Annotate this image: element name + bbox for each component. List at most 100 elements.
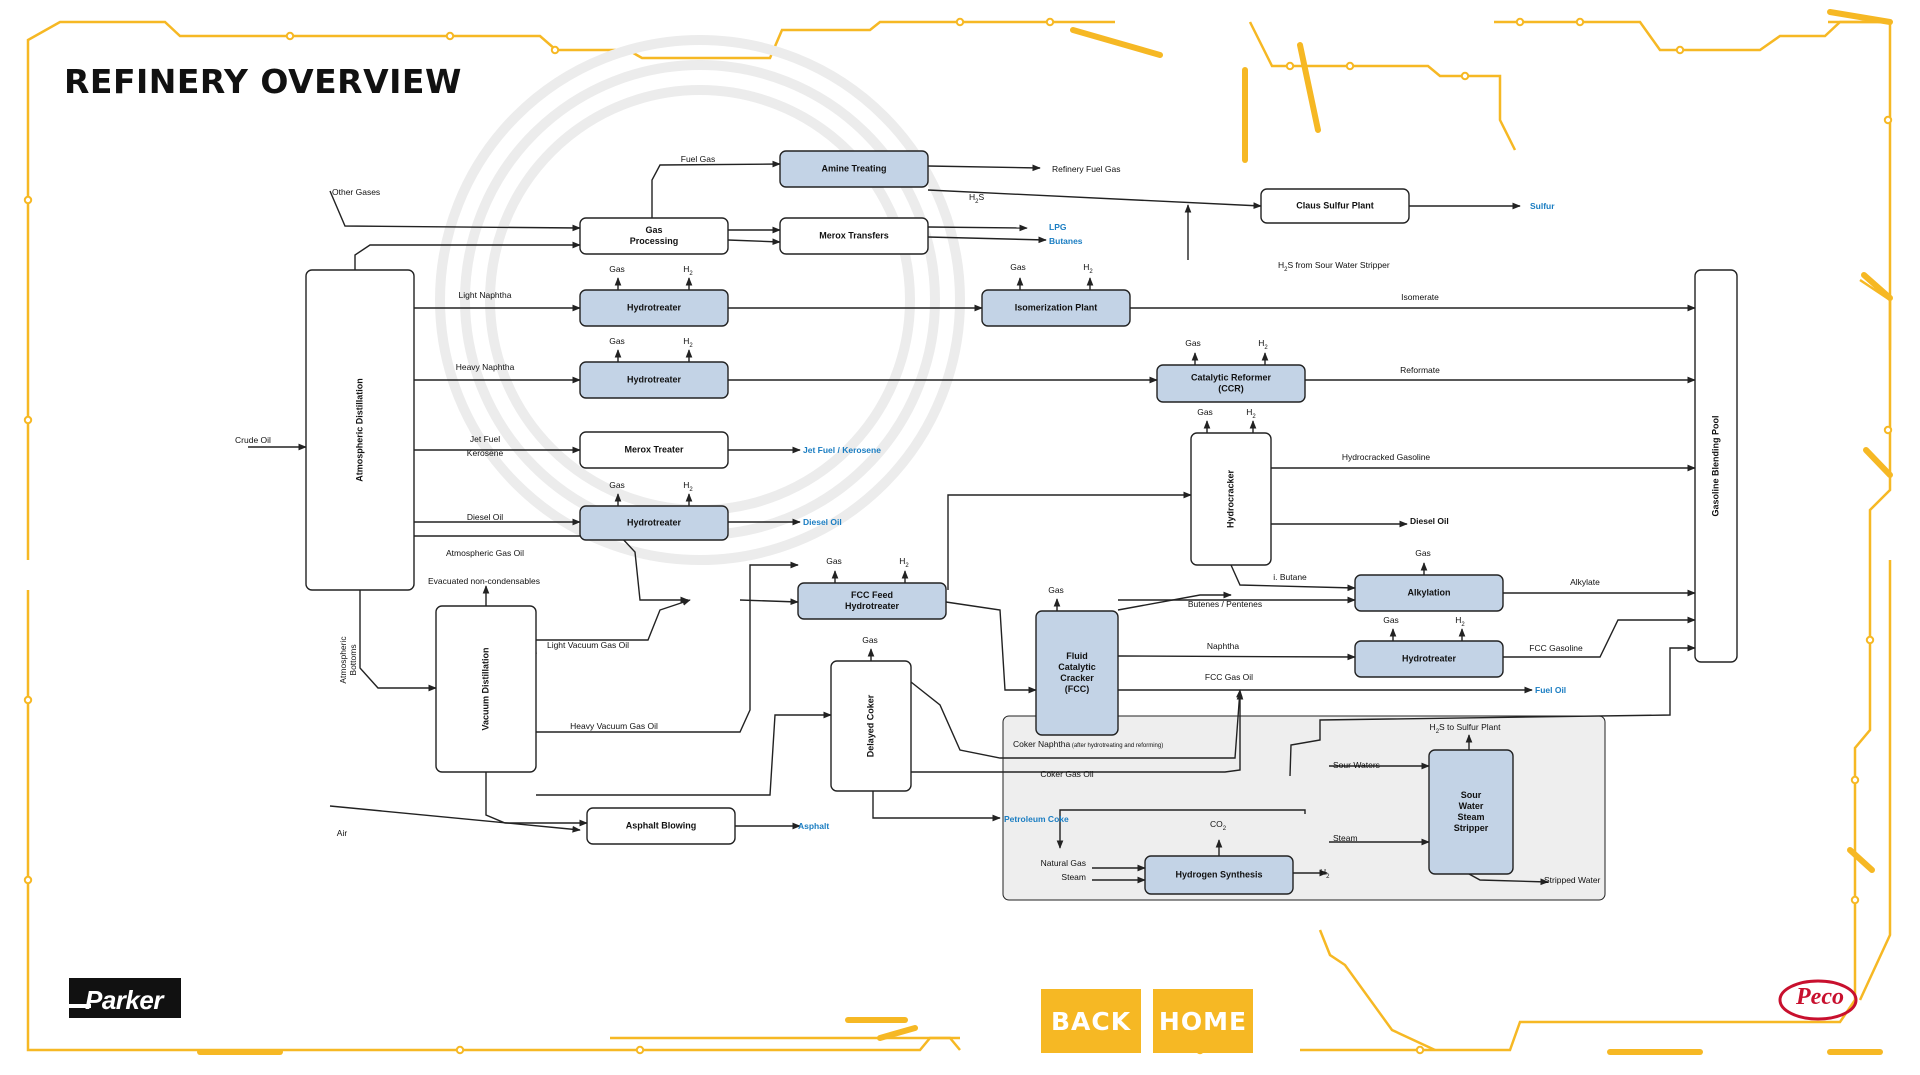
unit-claus[interactable]: Claus Sulfur Plant (1260, 188, 1410, 224)
unit-label: Hydrogen Synthesis (1175, 869, 1262, 879)
label-diesel-oil-out: Diesel Oil (1410, 516, 1449, 526)
unit-hydro-1[interactable]: Hydrotreater (579, 289, 729, 327)
frame-accent (1827, 9, 1893, 25)
frame-node (1045, 17, 1055, 27)
label-crude-oil: Crude Oil (235, 435, 271, 445)
unit-asphalt-blowing[interactable]: Asphalt Blowing (586, 807, 736, 845)
label-fcc-gasoline: FCC Gasoline (1529, 643, 1583, 653)
unit-label: Steam (1457, 812, 1484, 822)
product-lpg: LPG (1049, 222, 1067, 232)
frame-node (550, 45, 560, 55)
unit-label: Hydrocracker (1225, 469, 1235, 528)
frame-accent (877, 1025, 918, 1041)
label-h2s-1: H2S (969, 192, 984, 205)
label-natural-gas: Natural Gas (1041, 858, 1086, 868)
tag-h2: H2 (899, 556, 909, 569)
frame-node (1883, 115, 1893, 125)
unit-label: Hydrotreater (627, 302, 682, 312)
flow-line (945, 601, 1037, 694)
label-hc-gasoline: Hydrocracked Gasoline (1342, 452, 1431, 462)
flow-line (872, 791, 1001, 822)
flow-line (1468, 873, 1549, 886)
unit-merox-treater[interactable]: Merox Treater (579, 431, 729, 469)
unit-label: Sour (1461, 790, 1482, 800)
flow-line (359, 590, 437, 692)
flow-line (1230, 564, 1356, 592)
unit-hydro-2[interactable]: Hydrotreater (579, 361, 729, 399)
unit-hydro-4[interactable]: Hydrotreater (1354, 640, 1504, 678)
unit-label: Cracker (1060, 673, 1094, 683)
unit-label: Asphalt Blowing (626, 820, 697, 830)
flow-line (1056, 809, 1306, 849)
label-diesel-oil-in: Diesel Oil (467, 512, 503, 522)
unit-alkylation[interactable]: Alkylation (1354, 574, 1504, 612)
unit-merox-transfers[interactable]: Merox Transfers (779, 217, 929, 255)
label-stripped-water: Stripped Water (1544, 875, 1601, 885)
tag-h2: H2 (1258, 338, 1268, 351)
frame-node (1883, 425, 1893, 435)
frame-node (1415, 1045, 1425, 1055)
unit-label: Processing (630, 236, 679, 246)
flow-line (727, 238, 781, 246)
frame-node (445, 31, 455, 41)
unit-atm-dist[interactable]: Atmospheric Distillation (305, 269, 415, 591)
unit-label: Hydrotreater (845, 601, 900, 611)
unit-label: Claus Sulfur Plant (1296, 200, 1374, 210)
unit-isomerization[interactable]: Isomerization Plant (981, 289, 1131, 327)
label-jet-fuel: Jet Fuel (470, 434, 500, 444)
unit-label: Catalytic (1058, 662, 1096, 672)
unit-amine-treating[interactable]: Amine Treating (779, 150, 929, 188)
frame-node (23, 415, 33, 425)
label-kerosene: Kerosene (467, 448, 504, 458)
label-other-gases: Other Gases (332, 187, 380, 197)
unit-label: Merox Transfers (819, 230, 889, 240)
unit-hydrogen-synth[interactable]: Hydrogen Synthesis (1144, 855, 1294, 895)
frame-node (23, 695, 33, 705)
unit-gasoline-pool[interactable]: Gasoline Blending Pool (1694, 269, 1738, 663)
unit-hydrocracker[interactable]: Hydrocracker (1190, 432, 1272, 566)
label-fuel-gas: Fuel Gas (681, 154, 716, 164)
peco-logo-text: Peco (1796, 984, 1844, 1010)
flow-line (911, 691, 1244, 773)
tag-h2: H2 (1455, 615, 1465, 628)
frame-node (23, 195, 33, 205)
tag-h2: H2 (683, 264, 693, 277)
flow-line (927, 236, 1047, 244)
label-atm-bottoms-1: Atmospheric (338, 636, 348, 684)
tag-gas: Gas (1010, 262, 1026, 272)
frame-trace (1494, 20, 1890, 52)
frame-trace (1318, 929, 1436, 1052)
label-air: Air (337, 828, 348, 838)
tag-gas: Gas (1197, 407, 1213, 417)
unit-ccr[interactable]: Catalytic Reformer(CCR) (1156, 364, 1306, 403)
unit-label: Merox Treater (624, 444, 684, 454)
frame-trace (1248, 21, 1517, 151)
unit-label: Hydrotreater (1402, 653, 1457, 663)
peco-logo (1778, 979, 1858, 1021)
label-atm-bottoms-2: Bottoms (348, 644, 358, 675)
frame-trace (26, 590, 960, 1052)
tag-gas: Gas (826, 556, 842, 566)
unit-hydro-3[interactable]: Hydrotreater (579, 505, 729, 541)
frame-accent (1863, 447, 1893, 478)
unit-label: Isomerization Plant (1015, 302, 1098, 312)
label-heavy-naphtha: Heavy Naphtha (456, 362, 515, 372)
frame-node (1285, 61, 1295, 71)
frame-node (1575, 17, 1585, 27)
unit-label: Alkylation (1407, 587, 1450, 597)
tag-h2: H2 (1246, 407, 1256, 420)
flow-line (927, 224, 1028, 232)
frame-node (1850, 775, 1860, 785)
back-button[interactable]: BACK (1041, 989, 1141, 1053)
watermark-ring (435, 35, 965, 565)
unit-delayed-coker[interactable]: Delayed Coker (830, 660, 912, 792)
label-fcc-gas-oil: FCC Gas Oil (1205, 672, 1253, 682)
home-button[interactable]: HOME (1153, 989, 1253, 1053)
label-atm-gas-oil: Atmospheric Gas Oil (446, 548, 524, 558)
unit-vac-dist[interactable]: Vacuum Distillation (435, 605, 537, 773)
